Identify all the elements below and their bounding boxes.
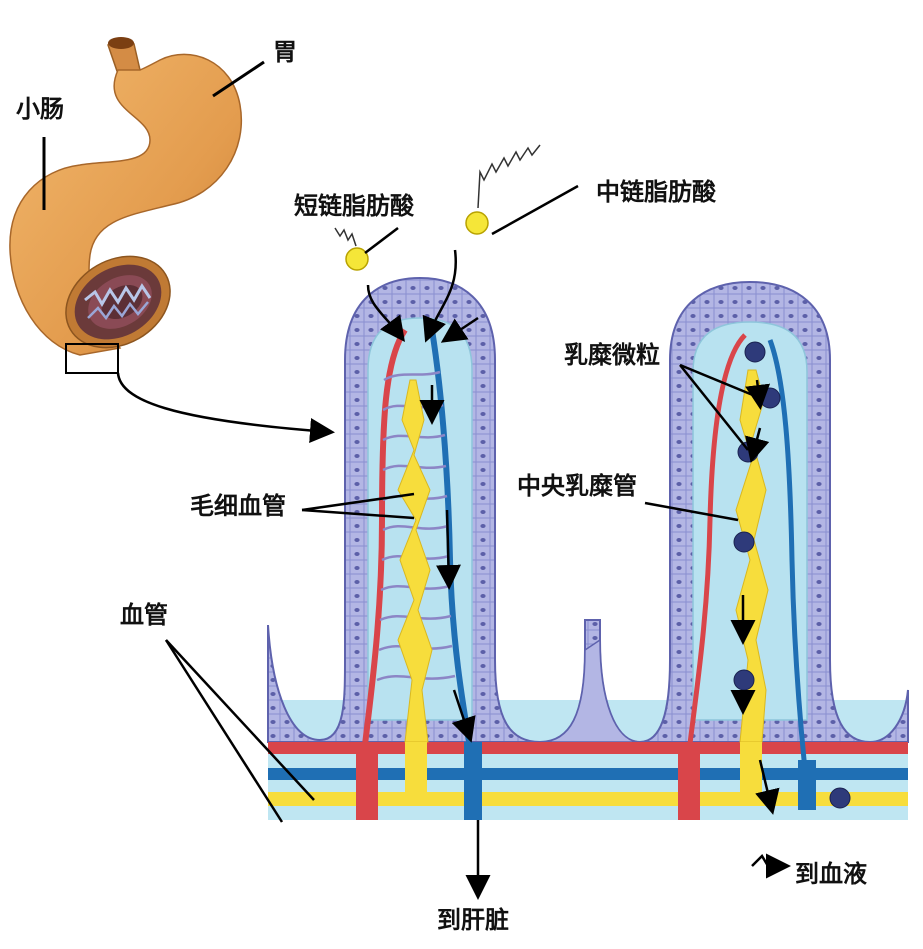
label-central-lacteal: 中央乳糜管 [517, 472, 637, 500]
medium-chain-pointer [491, 184, 579, 236]
chylomicron-dot [733, 531, 755, 553]
label-to-liver: 到肝脏 [437, 906, 509, 934]
label-to-blood: 到血液 [795, 860, 867, 888]
label-short-chain-fatty-acid: 短链脂肪酸 [294, 192, 414, 220]
short-chain-pointer [364, 227, 399, 254]
label-medium-chain-fatty-acid: 中链脂肪酸 [596, 178, 716, 206]
label-stomach: 胃 [273, 38, 297, 66]
label-small-intestine: 小肠 [16, 95, 64, 123]
stomach-pointer [212, 60, 265, 98]
medium-chain-fa-molecule [465, 144, 541, 235]
label-chylomicron: 乳糜微粒 [564, 341, 660, 369]
label-blood-vessel: 血管 [120, 601, 168, 629]
label-capillary: 毛细血管 [190, 492, 286, 520]
chylomicron-dot [829, 787, 851, 809]
stomach-illustration [9, 37, 242, 356]
magnify-box [65, 343, 119, 374]
chylomicron-dot [744, 341, 766, 363]
short-chain-fa-molecule [334, 227, 369, 271]
villi-illustration [267, 276, 909, 820]
label-pointers [164, 363, 761, 823]
chylomicron-dot [733, 669, 755, 691]
chylomicron-dot [759, 387, 781, 409]
magnify-arrow [116, 372, 335, 443]
